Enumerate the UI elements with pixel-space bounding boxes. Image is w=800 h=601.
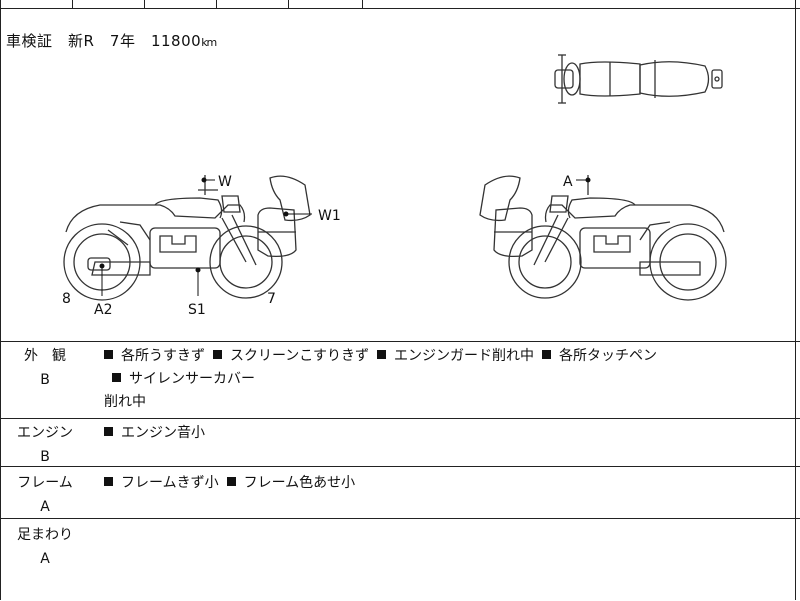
engine-grade: B	[40, 449, 50, 465]
note-text: 各所タッチペン	[559, 348, 658, 364]
label-w-left: W	[218, 174, 232, 190]
suspension-grade: A	[40, 551, 50, 567]
note-text: サイレンサーカバー	[129, 371, 255, 387]
section-frame-label: フレーム A	[0, 471, 90, 519]
label-w1: W1	[318, 208, 341, 224]
section-exterior: 外 観 B 各所うすきず スクリーンこすりきず エンジンガード削れ中 各所タッチペンサ…	[0, 341, 800, 419]
bullet-square-icon	[542, 350, 552, 359]
bullet-square-icon	[104, 477, 113, 486]
bullet-square-icon	[377, 350, 387, 359]
top-table-strip	[0, 0, 800, 9]
note-item: エンジンガード削れ中	[377, 348, 534, 364]
left-side-motorcycle	[63, 175, 311, 301]
section-frame: フレーム A フレームきず小 フレーム色あせ小	[0, 466, 800, 519]
frame-grade: A	[40, 499, 50, 515]
section-exterior-label: 外 観 B	[0, 344, 90, 392]
note-item: サイレンサーカバー	[112, 371, 255, 387]
note-item: フレームきず小	[104, 475, 219, 491]
bullet-square-icon	[226, 477, 236, 486]
note-item: フレーム色あせ小	[226, 475, 356, 491]
registration-text: 車検証 新R 7年 11800	[6, 32, 202, 50]
bullet-square-icon	[104, 350, 113, 359]
section-suspension: 足まわり A	[0, 518, 800, 601]
engine-notes: エンジン音小	[104, 422, 794, 445]
motorcycle-diagram: W W1 A2 S1 7 8 A	[62, 54, 727, 318]
note-item: 各所うすきず	[104, 348, 205, 364]
section-suspension-label: 足まわり A	[0, 523, 90, 571]
label-8: 8	[62, 291, 71, 307]
section-engine-label: エンジン B	[0, 421, 90, 469]
note-text: エンジンガード削れ中	[394, 348, 535, 364]
bullet-square-icon	[104, 427, 113, 436]
left-callouts	[99, 177, 312, 296]
exterior-title: 外 観	[24, 348, 66, 364]
label-s1: S1	[188, 302, 206, 318]
right-callouts	[576, 177, 591, 183]
right-border	[795, 0, 796, 600]
note-text: エンジン音小	[121, 425, 205, 441]
exterior-notes: 各所うすきず スクリーンこすりきず エンジンガード削れ中 各所タッチペンサイレンサーカ…	[104, 345, 794, 414]
note-item: 各所タッチペン	[542, 348, 657, 364]
top-view-motorcycle	[554, 54, 723, 104]
bullet-square-icon	[112, 373, 121, 382]
exterior-grade: B	[40, 372, 50, 388]
bullet-square-icon	[213, 350, 222, 359]
suspension-title: 足まわり	[17, 527, 73, 543]
engine-title: エンジン	[17, 425, 73, 441]
note-text: フレームきず小	[121, 475, 219, 491]
frame-title: フレーム	[17, 475, 73, 491]
note-text: フレーム色あせ小	[243, 475, 356, 491]
note-continuation: 削れ中	[104, 394, 146, 410]
left-border	[0, 0, 1, 600]
note-item: エンジン音小	[104, 425, 205, 441]
note-text: スクリーンこすりきず	[230, 348, 370, 364]
right-side-motorcycle	[479, 175, 727, 301]
label-a-right: A	[563, 174, 573, 190]
label-a2: A2	[94, 302, 112, 318]
registration-info: 車検証 新R 7年 11800km	[6, 30, 217, 51]
frame-notes: フレームきず小 フレーム色あせ小	[104, 472, 794, 495]
section-engine: エンジン B エンジン音小	[0, 418, 800, 467]
note-item: スクリーンこすりきず	[213, 348, 369, 364]
label-7: 7	[267, 291, 276, 307]
note-text: 各所うすきず	[121, 348, 205, 364]
km-unit: km	[201, 36, 217, 49]
